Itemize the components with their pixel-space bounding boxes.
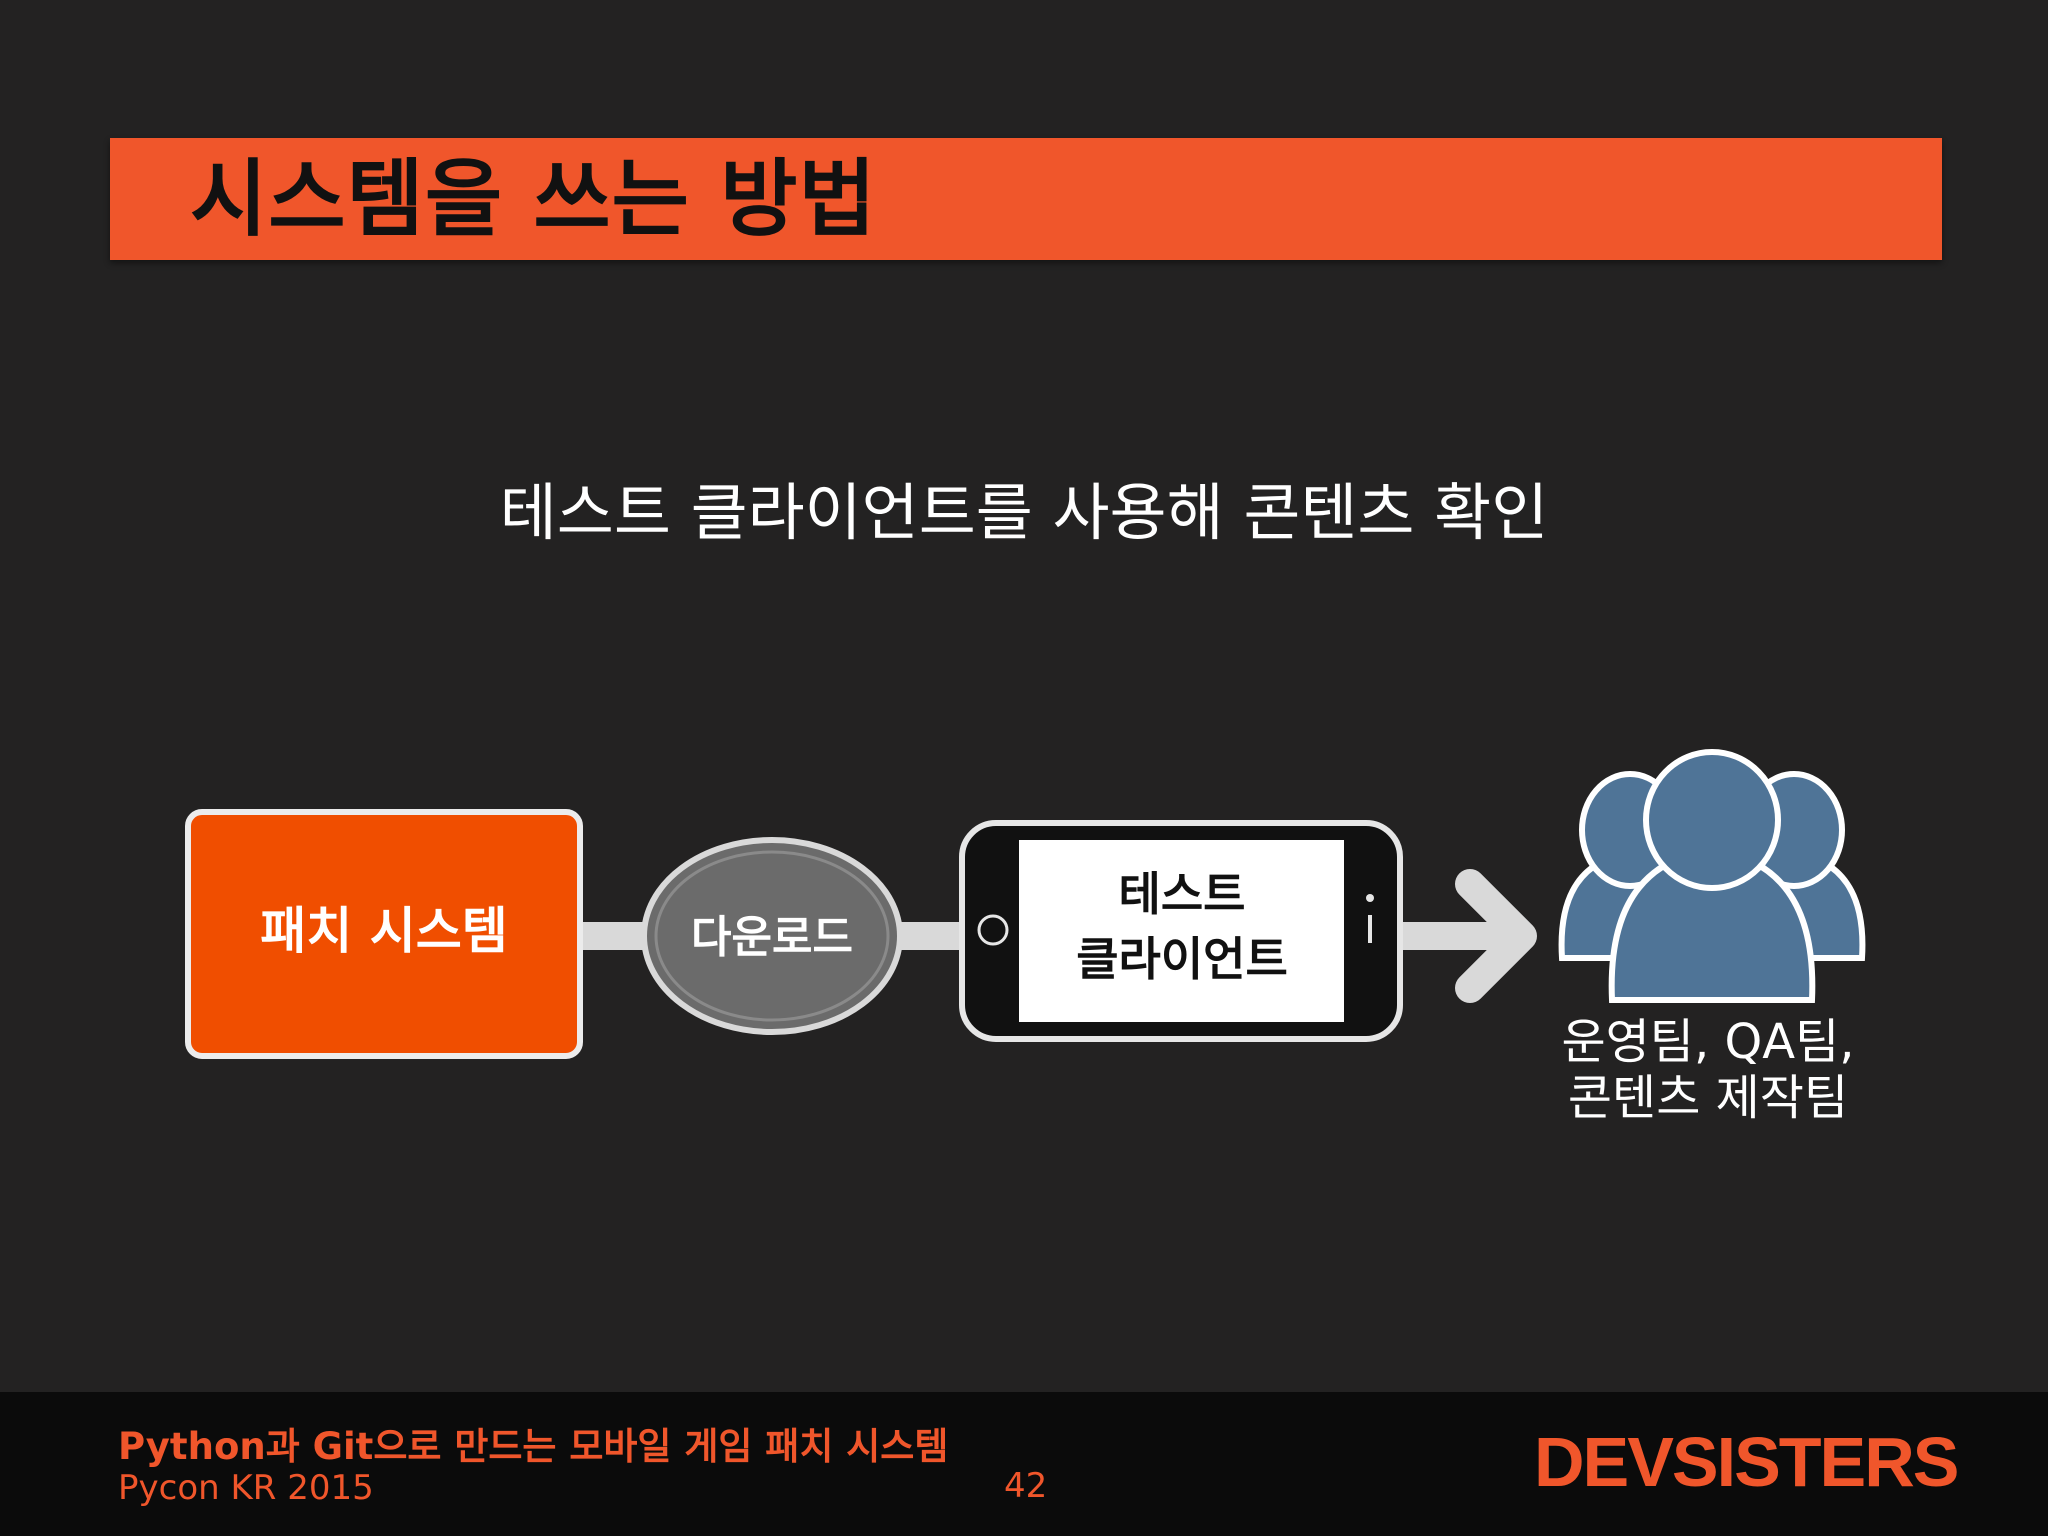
phone-device: 테스트 클라이언트 — [959, 820, 1403, 1042]
connector-patch-to-download — [575, 922, 645, 950]
footer: Python과 Git으로 만드는 모바일 게임 패치 시스템 Pycon KR… — [0, 1392, 2048, 1536]
users-label-line1: 운영팀, QA팀, — [1561, 1014, 1854, 1070]
page-number: 42 — [1004, 1466, 1048, 1506]
users-label-line2: 콘텐츠 제작팀 — [1568, 1070, 1848, 1126]
slide-subtitle: 테스트 클라이언트를 사용해 콘텐츠 확인 — [499, 476, 1549, 549]
patch-system-label: 패치 시스템 — [260, 902, 507, 960]
footer-title: Python과 Git으로 만드는 모바일 게임 패치 시스템 — [118, 1425, 949, 1468]
phone-screen — [1019, 840, 1344, 1022]
brand-logo: DEVSISTERS — [1534, 1423, 1959, 1501]
phone-label-line1: 테스트 — [1119, 867, 1246, 921]
connector-download-to-phone — [895, 922, 965, 950]
phone-label-line2: 클라이언트 — [1076, 932, 1288, 986]
slide-title: 시스템을 쓰는 방법 — [190, 150, 877, 248]
users-group-icon — [1558, 749, 1866, 1003]
title-bar: 시스템을 쓰는 방법 — [110, 138, 1942, 260]
download-node: 다운로드 — [641, 837, 903, 1035]
download-label: 다운로드 — [691, 912, 853, 963]
phone-camera — [1366, 894, 1374, 902]
footer-subtitle: Pycon KR 2015 — [118, 1468, 374, 1508]
arrow-to-users — [1402, 869, 1537, 1003]
patch-system-box: 패치 시스템 — [185, 809, 583, 1059]
phone-home-button — [977, 914, 1009, 946]
phone-speaker — [1368, 915, 1372, 943]
